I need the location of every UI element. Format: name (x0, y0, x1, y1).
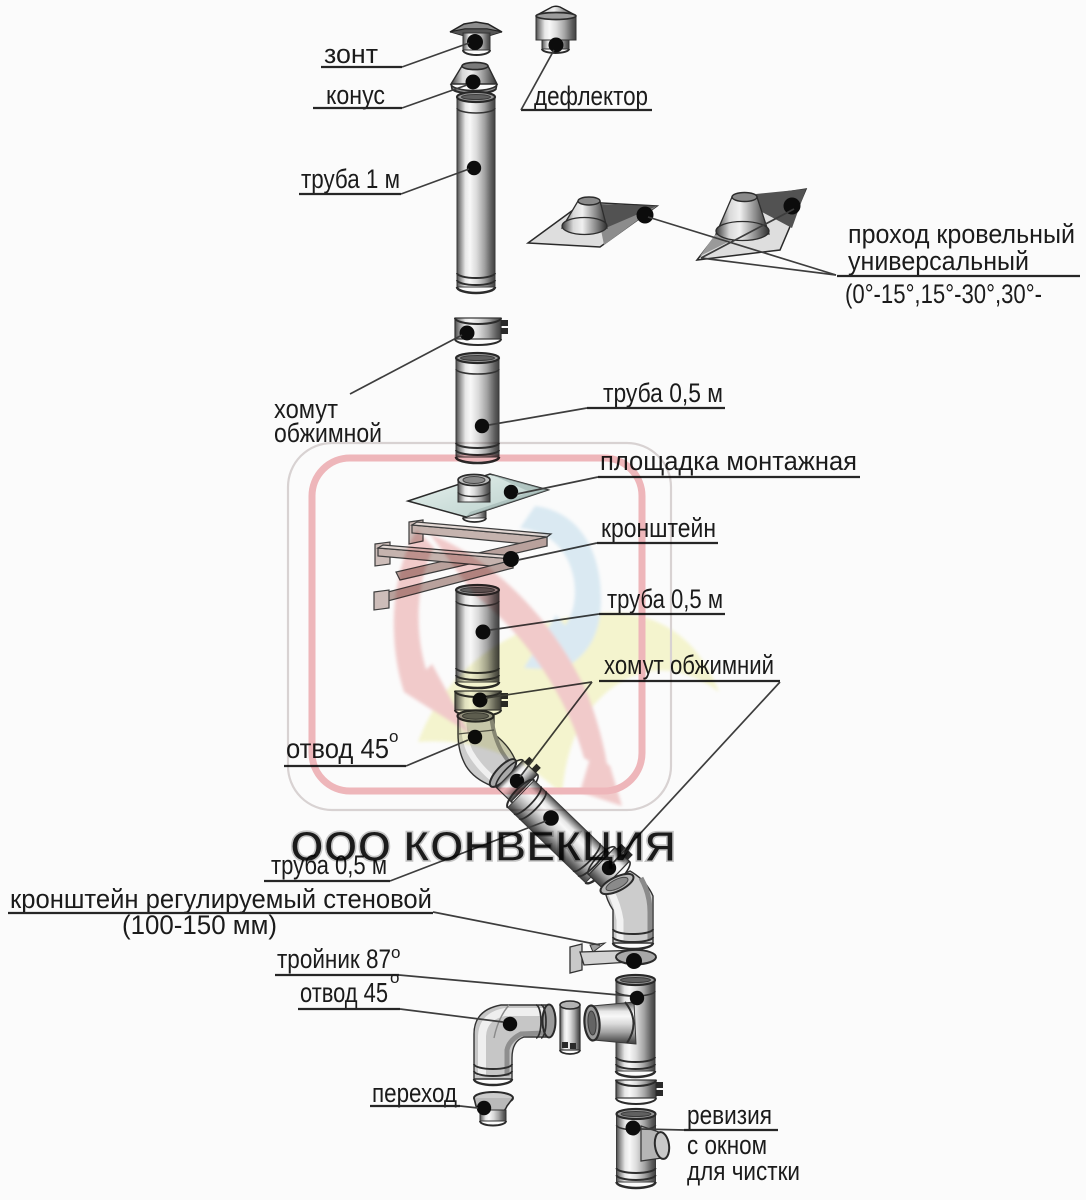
svg-text:о: о (390, 968, 399, 987)
svg-text:отвод 45: отвод 45 (286, 733, 389, 764)
svg-text:для чистки: для чистки (687, 1156, 800, 1186)
svg-text:конус: конус (326, 80, 385, 110)
svg-text:труба 0,5 м: труба 0,5 м (603, 378, 723, 408)
svg-text:дефлектор: дефлектор (534, 81, 648, 111)
svg-text:отвод 45: отвод 45 (300, 977, 388, 1008)
svg-text:проход кровельный: проход кровельный (848, 219, 1075, 249)
svg-text:(100-150 мм): (100-150 мм) (122, 910, 277, 940)
svg-text:о: о (391, 943, 400, 962)
svg-text:труба 0,5 м: труба 0,5 м (607, 584, 723, 614)
svg-text:труба 1 м: труба 1 м (301, 164, 400, 194)
svg-text:труба 0,5 м: труба 0,5 м (271, 850, 387, 880)
svg-text:площадка монтажная: площадка монтажная (600, 446, 857, 476)
svg-text:(0°-15°,15°-30°,30°-: (0°-15°,15°-30°,30°- (845, 279, 1042, 309)
svg-text:переход: переход (372, 1078, 457, 1108)
svg-text:кронштейн регулируемый стеново: кронштейн регулируемый стеновой (10, 884, 432, 914)
svg-text:тройник 87: тройник 87 (277, 944, 391, 974)
svg-text:кронштейн: кронштейн (601, 513, 716, 543)
svg-text:о: о (389, 727, 398, 746)
svg-text:универсальный: универсальный (848, 246, 1029, 276)
svg-text:зонт: зонт (324, 39, 378, 69)
svg-text:ООО КОНВЕКЦИЯ: ООО КОНВЕКЦИЯ (290, 823, 676, 871)
svg-text:ревизия: ревизия (687, 1100, 772, 1130)
svg-text:с окном: с окном (687, 1130, 767, 1160)
svg-text:хомут: хомут (274, 394, 338, 424)
